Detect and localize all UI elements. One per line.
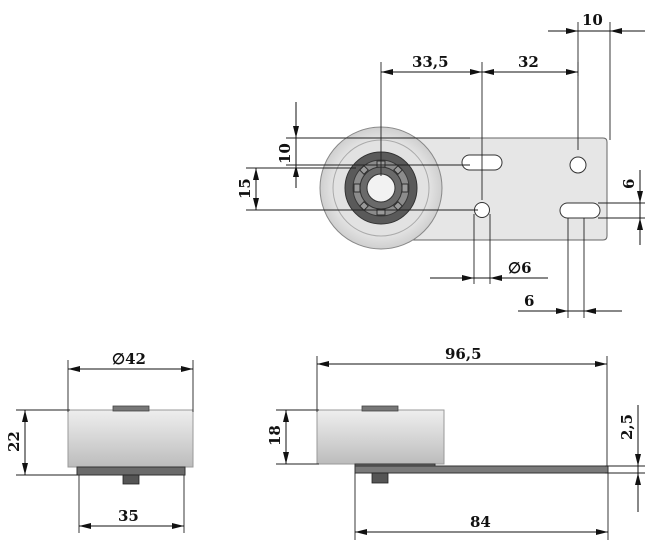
dim-top-slot-spacing: 10: [582, 11, 603, 29]
slot-lower: [559, 202, 601, 219]
dim-plate-thickness: 2,5: [618, 414, 636, 440]
roller-body-left: [67, 409, 194, 468]
bearing-bore: [366, 173, 396, 203]
side-view-right: [316, 405, 609, 484]
base-plate-left: [76, 466, 186, 476]
dim-slot-length: 6: [524, 292, 534, 310]
roller-cap-left: [112, 405, 150, 412]
dim-roller-height-left: 22: [5, 431, 23, 452]
mounting-plate-right: [354, 465, 609, 474]
dim-hole-diameter: ∅6: [508, 259, 532, 277]
dim-plate-length: 84: [470, 513, 491, 531]
bearing-balls: [353, 160, 409, 216]
dim-roller-height-right: 18: [266, 425, 284, 446]
dim-right-slot-width: 6: [620, 179, 638, 189]
dim-overall-length: 96,5: [445, 345, 482, 363]
dim-roller-diameter: ∅42: [112, 350, 146, 368]
dim-vertical-15: 15: [236, 178, 254, 199]
side-view-right-dimensions: 96,5 18 2,5 84: [266, 345, 645, 540]
top-view: [319, 126, 608, 250]
top-view-dimensions: 10 33,5 32 10 15 6: [236, 11, 645, 318]
hole-right: [569, 156, 587, 174]
bolt-left: [122, 474, 140, 485]
dim-hole-to-hole: 32: [518, 53, 539, 71]
side-view-left: [67, 405, 194, 485]
side-view-left-dimensions: ∅42 22 35: [5, 350, 194, 533]
dim-base-width-left: 35: [118, 507, 139, 525]
dim-vertical-10: 10: [276, 143, 294, 164]
roller-body-right: [316, 409, 445, 465]
bolt-right: [371, 472, 389, 484]
roller-cap-right: [361, 405, 399, 412]
dim-roller-to-hole: 33,5: [412, 53, 449, 71]
